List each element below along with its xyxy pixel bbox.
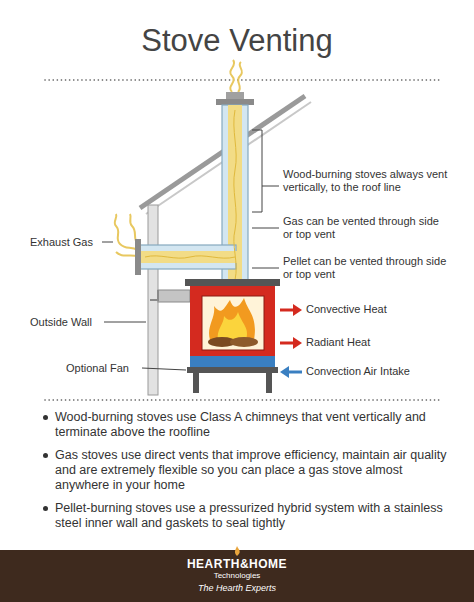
log	[230, 337, 258, 347]
callout-label: Wood-burning stoves always vent vertical…	[283, 168, 453, 194]
callout-label: Radiant Heat	[306, 336, 446, 349]
bullet-text: Pellet-burning stoves use a pressurized …	[55, 501, 447, 531]
illustration-part	[115, 214, 138, 250]
heat-arrow	[280, 304, 302, 349]
illustration-part	[293, 304, 302, 316]
illustration-part	[142, 368, 186, 370]
vent-cap	[135, 239, 141, 275]
smoke	[230, 60, 242, 92]
callout-label: Convection Air Intake	[306, 365, 456, 378]
illustration-part	[252, 268, 279, 269]
callout-label: Outside Wall	[30, 316, 104, 329]
stove-body	[190, 286, 275, 358]
flame	[218, 312, 247, 340]
stove-base	[187, 367, 278, 373]
illustration-part	[252, 130, 262, 212]
chimney-cap	[216, 99, 254, 105]
bullet-dot	[43, 453, 48, 458]
vent-pipe	[140, 245, 236, 269]
illustration-part	[262, 186, 279, 187]
bullet-dot	[43, 415, 48, 420]
bullet-text: Wood-burning stoves use Class A chimneys…	[55, 410, 447, 440]
exhaust-smoke	[115, 214, 138, 256]
illustration-part	[116, 252, 138, 256]
logo-text: HEARTH&HOME	[0, 557, 474, 571]
callout-label: Optional Fan	[66, 362, 140, 375]
illustration-part	[280, 366, 289, 378]
callout-label: Gas can be vented through side or top ve…	[283, 215, 448, 241]
gas-swirl	[145, 110, 236, 280]
flame	[209, 298, 255, 340]
illustration-part	[104, 322, 146, 323]
illustration-part	[280, 309, 294, 312]
illustration-part	[288, 371, 302, 374]
pellet-duct	[150, 290, 158, 300]
illustration-part	[293, 337, 302, 349]
bullet-text: Gas stoves use direct vents that improve…	[55, 448, 447, 493]
intake-arrow	[280, 366, 302, 378]
illustration-part	[145, 256, 235, 258]
callout-label: Convective Heat	[306, 303, 446, 316]
illustration-part	[102, 242, 113, 243]
stove-leg	[266, 373, 272, 393]
exhaust-gas-core	[228, 105, 242, 283]
leader-line	[102, 130, 279, 370]
dotted-rule	[45, 79, 440, 81]
outside-wall	[148, 205, 158, 395]
logo-tagline: The Hearth Experts	[0, 583, 474, 594]
illustration-part	[252, 228, 279, 229]
callout-label: Pellet can be vented through side or top…	[283, 255, 448, 281]
footer-bar	[0, 550, 474, 602]
stove-leg	[193, 373, 199, 393]
illustration-part	[230, 60, 234, 92]
illustration-part	[234, 110, 236, 280]
stove-top	[185, 279, 280, 286]
exhaust-gas-core	[140, 251, 236, 263]
logo-text: Technologies	[0, 571, 474, 581]
callout-label: Exhaust Gas	[30, 236, 102, 249]
illustration-part	[238, 62, 242, 92]
pellet-duct	[158, 290, 190, 302]
chimney-cap	[226, 92, 244, 99]
logo-flame	[235, 546, 240, 556]
dotted-rule	[45, 399, 440, 401]
stove-window	[202, 296, 264, 350]
title: Stove Venting	[0, 22, 474, 60]
illustration-part	[280, 342, 294, 345]
air-intake-band	[190, 356, 275, 367]
bullet-dot	[43, 506, 48, 511]
